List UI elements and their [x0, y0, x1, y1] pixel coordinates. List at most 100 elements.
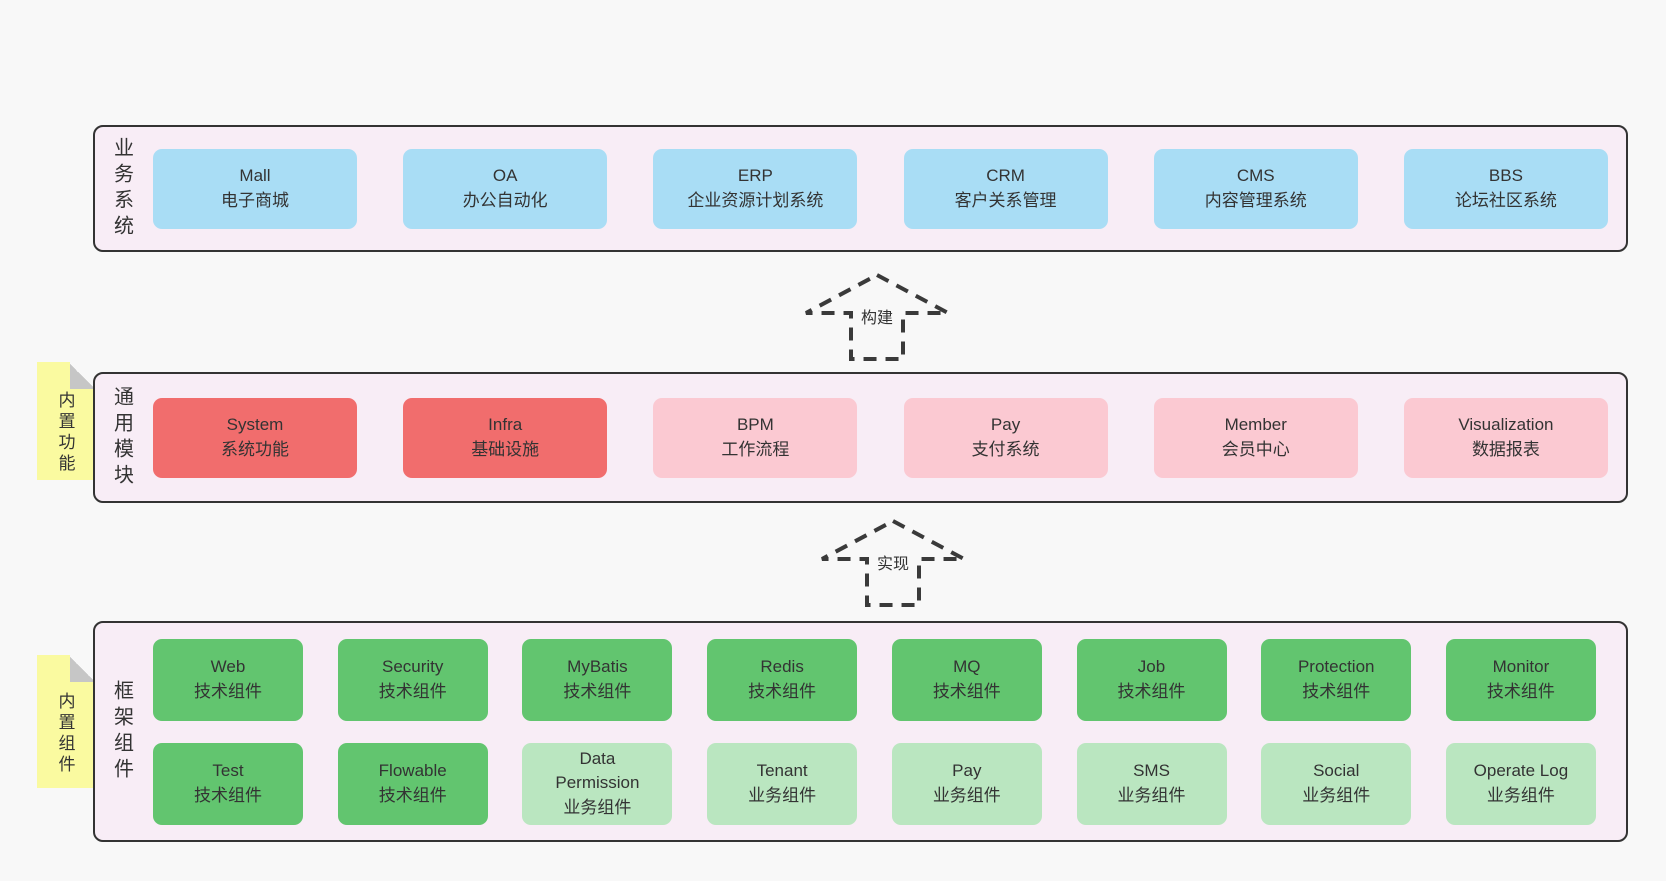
- box-system: System 系统功能: [153, 397, 357, 478]
- box-redis: Redis 技术组件: [707, 638, 858, 721]
- dashed-up-arrow-icon: [821, 518, 965, 607]
- box-title: Pay: [990, 415, 1021, 435]
- box-mybatis: MyBatis 技术组件: [522, 638, 673, 721]
- box-title: System: [226, 415, 284, 435]
- box-pay: Pay 支付系统: [903, 397, 1108, 478]
- box-subtitle: 业务组件: [1117, 785, 1186, 805]
- box-subtitle: 业务组件: [932, 785, 1001, 805]
- box-title: CMS: [1236, 166, 1275, 186]
- box-title: MyBatis: [567, 657, 628, 677]
- box-subtitle: 支付系统: [971, 439, 1040, 459]
- box-subtitle: 数据报表: [1471, 439, 1540, 459]
- box-subtitle: 技术组件: [1302, 681, 1371, 701]
- box-title: Protection: [1297, 657, 1375, 677]
- box-infra: Infra 基础设施: [403, 397, 608, 478]
- box-row: System 系统功能 Infra 基础设施 BPM 工作流程 Pay 支付系统…: [153, 397, 1608, 478]
- box-title: BBS: [1488, 166, 1523, 186]
- box-subtitle: 技术组件: [378, 785, 447, 805]
- band-business-systems: 业务系统 Mall 电子商城 OA 办公自动化 ERP 企业资源计划系统 CRM…: [93, 125, 1628, 252]
- box-subtitle: 工作流程: [721, 439, 790, 459]
- box-title: Data Permission: [555, 749, 640, 793]
- box-title: Tenant: [756, 761, 808, 781]
- box-data-permission: Data Permission 业务组件: [522, 742, 673, 825]
- sticky-note-label: 内置组件: [55, 691, 75, 776]
- band-label-common-modules: 通用模块: [110, 385, 133, 490]
- box-web: Web 技术组件: [153, 638, 303, 721]
- box-title: MQ: [953, 657, 981, 677]
- box-title: Infra: [488, 415, 523, 435]
- box-subtitle: 业务组件: [748, 785, 817, 805]
- box-subtitle: 基础设施: [471, 439, 540, 459]
- box-subtitle: 技术组件: [378, 681, 447, 701]
- box-title: Test: [212, 761, 244, 781]
- box-protection: Protection 技术组件: [1261, 638, 1412, 721]
- box-title: SMS: [1133, 761, 1170, 781]
- box-subtitle: 电子商城: [221, 190, 289, 210]
- box-subtitle: 业务组件: [1486, 785, 1555, 805]
- box-subtitle: 会员中心: [1221, 439, 1290, 459]
- box-subtitle: 技术组件: [1117, 681, 1186, 701]
- box-title: Redis: [760, 657, 804, 677]
- box-subtitle: 论坛社区系统: [1454, 190, 1557, 210]
- dashed-up-arrow-icon: [805, 272, 949, 361]
- folded-corner-icon: [70, 362, 93, 389]
- band-content: Mall 电子商城 OA 办公自动化 ERP 企业资源计划系统 CRM 客户关系…: [149, 127, 1626, 250]
- box-title: Member: [1224, 415, 1287, 435]
- box-title: Operate Log: [1473, 761, 1569, 781]
- box-title: Mall: [239, 166, 271, 186]
- sticky-note-built-in-components: 内置组件: [37, 655, 93, 788]
- box-subtitle: 技术组件: [194, 785, 262, 805]
- band-content: System 系统功能 Infra 基础设施 BPM 工作流程 Pay 支付系统…: [149, 374, 1626, 501]
- box-tenant: Tenant 业务组件: [707, 742, 858, 825]
- box-subtitle: 系统功能: [221, 439, 289, 459]
- box-title: BPM: [736, 415, 774, 435]
- box-title: OA: [492, 166, 518, 186]
- box-oa: OA 办公自动化: [403, 148, 608, 229]
- box-subtitle: 技术组件: [194, 681, 262, 701]
- box-social: Social 业务组件: [1261, 742, 1412, 825]
- box-mq: MQ 技术组件: [891, 638, 1042, 721]
- band-label-business-systems: 业务系统: [110, 136, 133, 241]
- box-title: Flowable: [378, 761, 447, 781]
- box-pay-business: Pay 业务组件: [891, 742, 1042, 825]
- box-title: Security: [381, 657, 444, 677]
- box-cms: CMS 内容管理系统: [1153, 148, 1358, 229]
- box-crm: CRM 客户关系管理: [903, 148, 1108, 229]
- box-title: Job: [1137, 657, 1166, 677]
- box-sms: SMS 业务组件: [1076, 742, 1227, 825]
- box-title: Visualization: [1458, 415, 1554, 435]
- box-test: Test 技术组件: [153, 742, 303, 825]
- box-member: Member 会员中心: [1153, 397, 1358, 478]
- box-mall: Mall 电子商城: [153, 148, 357, 229]
- box-title: ERP: [737, 166, 773, 186]
- box-subtitle: 技术组件: [563, 681, 632, 701]
- box-subtitle: 企业资源计划系统: [687, 190, 824, 210]
- band-common-modules: 通用模块 System 系统功能 Infra 基础设施 BPM 工作流程 Pay…: [93, 372, 1628, 503]
- box-bbs: BBS 论坛社区系统: [1403, 148, 1608, 229]
- sticky-note-built-in-features: 内置功能: [37, 362, 93, 480]
- box-row: Mall 电子商城 OA 办公自动化 ERP 企业资源计划系统 CRM 客户关系…: [153, 148, 1608, 229]
- box-security: Security 技术组件: [337, 638, 488, 721]
- arrow-implement-label: 实现: [873, 549, 913, 575]
- sticky-note-label: 内置功能: [55, 391, 75, 475]
- arrow-implement: 实现: [818, 518, 968, 608]
- box-subtitle: 客户关系管理: [954, 190, 1057, 210]
- arrow-build: 构建: [802, 272, 952, 362]
- band-framework-components: 框架组件 Web 技术组件 Security 技术组件 MyBatis 技术组件…: [93, 621, 1628, 842]
- box-subtitle: 办公自动化: [462, 190, 548, 210]
- band-label-framework-components: 框架组件: [110, 679, 133, 784]
- box-subtitle: 业务组件: [1302, 785, 1371, 805]
- box-operate-log: Operate Log 业务组件: [1445, 742, 1596, 825]
- box-title: Pay: [952, 761, 982, 781]
- arrow-build-label: 构建: [857, 303, 897, 329]
- box-subtitle: 技术组件: [932, 681, 1001, 701]
- box-title: Social: [1313, 761, 1360, 781]
- box-job: Job 技术组件: [1076, 638, 1227, 721]
- box-row-business: Test 技术组件 Flowable 技术组件 Data Permission …: [153, 742, 1596, 825]
- box-title: Web: [210, 657, 246, 677]
- box-visualization: Visualization 数据报表: [1403, 397, 1608, 478]
- box-row-tech: Web 技术组件 Security 技术组件 MyBatis 技术组件 Redi…: [153, 638, 1596, 721]
- box-erp: ERP 企业资源计划系统: [653, 148, 858, 229]
- box-subtitle: 内容管理系统: [1204, 190, 1307, 210]
- box-monitor: Monitor 技术组件: [1445, 638, 1596, 721]
